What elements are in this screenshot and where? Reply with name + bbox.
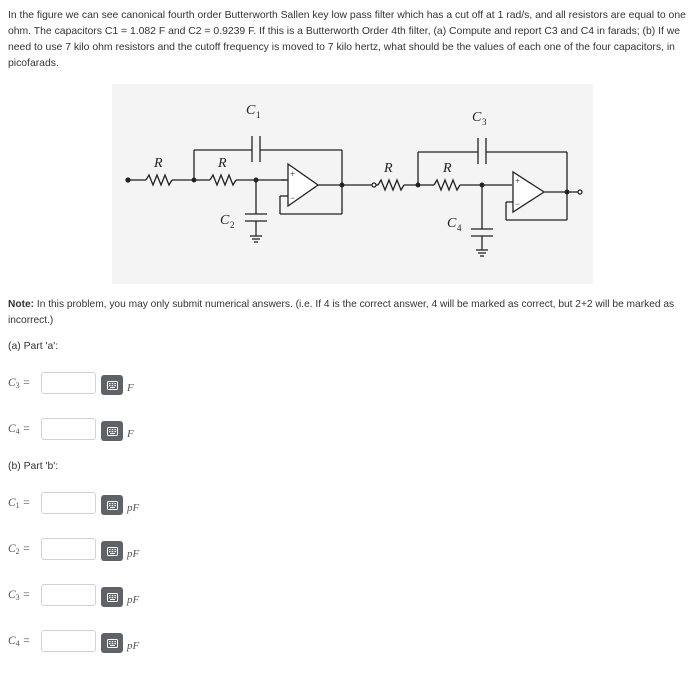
resistor-label: R <box>217 156 227 171</box>
circuit-figure: R R R R C 1 C 2 C 3 C 4 + − + − <box>112 84 593 284</box>
resistor-label: R <box>442 161 452 176</box>
opamp-plus: + <box>290 169 295 179</box>
opamp-plus: + <box>515 176 520 186</box>
variable-label: C1 = <box>8 497 31 510</box>
c3-farad-input[interactable] <box>41 372 96 394</box>
capacitor-c2-label: C <box>220 213 230 228</box>
capacitor-c4-label: C <box>447 216 457 231</box>
resistor-label: R <box>153 156 163 171</box>
answer-row: C4 = pF <box>0 630 300 656</box>
keyboard-button[interactable] <box>101 421 123 441</box>
sallen-key-schematic: R R R R C 1 C 2 C 3 C 4 + − + − <box>125 103 583 257</box>
keyboard-button[interactable] <box>101 633 123 653</box>
unit-label: pF <box>127 548 140 560</box>
unit-label: pF <box>127 502 140 514</box>
c4-pf-input[interactable] <box>41 630 96 652</box>
variable-label: C2 = <box>8 543 31 556</box>
capacitor-c4-sub: 4 <box>457 223 462 233</box>
note-label: Note: <box>8 299 35 310</box>
c2-pf-input[interactable] <box>41 538 96 560</box>
keyboard-icon <box>106 546 118 556</box>
capacitor-c3-sub: 3 <box>482 117 487 127</box>
capacitor-c1-label: C <box>246 103 256 118</box>
variable-label: C4 = <box>8 635 31 648</box>
note: Note: In this problem, you may only subm… <box>8 297 692 329</box>
answer-row: C2 = pF <box>0 538 300 564</box>
capacitor-c3-label: C <box>472 110 482 125</box>
keyboard-icon <box>106 592 118 602</box>
variable-label: C3 = <box>8 589 31 602</box>
keyboard-button[interactable] <box>101 495 123 515</box>
variable-label: C4 = <box>8 423 31 436</box>
keyboard-icon <box>106 380 118 390</box>
unit-label: F <box>127 382 134 394</box>
answer-row: C3 = F <box>0 372 300 398</box>
keyboard-button[interactable] <box>101 587 123 607</box>
keyboard-icon <box>106 426 118 436</box>
variable-label: C3 = <box>8 377 31 390</box>
keyboard-icon <box>106 500 118 510</box>
c1-pf-input[interactable] <box>41 492 96 514</box>
unit-label: pF <box>127 594 140 606</box>
part-b-label: (b) Part 'b': <box>8 461 59 472</box>
question-text: In the figure we can see canonical fourt… <box>8 10 686 69</box>
opamp-minus: − <box>515 199 520 209</box>
keyboard-button[interactable] <box>101 541 123 561</box>
capacitor-c1-sub: 1 <box>256 110 261 120</box>
unit-label: F <box>127 428 134 440</box>
capacitor-c2-sub: 2 <box>230 220 235 230</box>
answer-row: C4 = F <box>0 418 300 444</box>
keyboard-icon <box>106 638 118 648</box>
unit-label: pF <box>127 640 140 652</box>
c3-pf-input[interactable] <box>41 584 96 606</box>
answer-row: C1 = pF <box>0 492 300 518</box>
note-text: In this problem, you may only submit num… <box>8 299 675 326</box>
answer-row: C3 = pF <box>0 584 300 610</box>
keyboard-button[interactable] <box>101 375 123 395</box>
part-a-label: (a) Part 'a': <box>8 341 59 352</box>
opamp-minus: − <box>290 193 295 203</box>
resistor-label: R <box>383 161 393 176</box>
c4-farad-input[interactable] <box>41 418 96 440</box>
